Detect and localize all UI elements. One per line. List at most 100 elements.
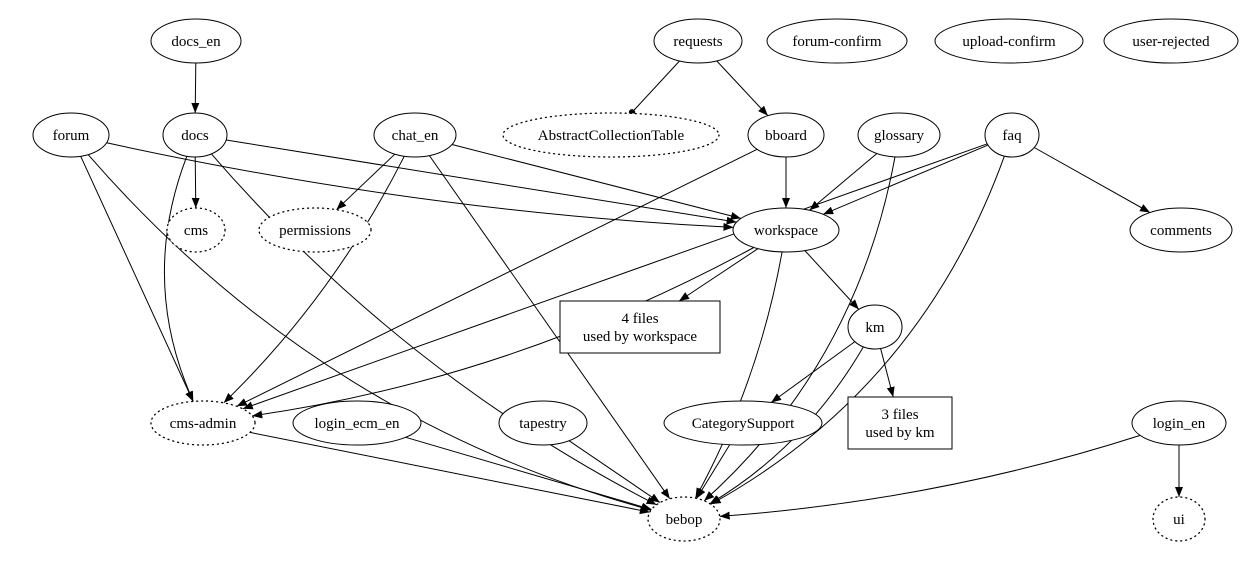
edge-faq-comments	[1033, 147, 1151, 213]
node-ellipse-outline	[150, 18, 242, 64]
node-ellipse-outline	[1131, 400, 1227, 446]
node-ellipse-outline	[847, 304, 903, 350]
edge-docs_en-docs	[191, 62, 200, 114]
node-ellipse-outline	[732, 207, 840, 253]
node-ellipse-outline	[857, 112, 941, 158]
node-label: 4 files	[621, 311, 658, 327]
node-docs: docs	[162, 112, 228, 158]
edge-docs-bebop	[211, 153, 657, 506]
node-label: ui	[1173, 512, 1185, 528]
node-label: AbstractCollectionTable	[538, 128, 685, 144]
edge-workspace-km	[804, 250, 860, 310]
node-label: workspace	[754, 223, 818, 239]
node-glossary: glossary	[857, 112, 941, 158]
node-chat_en: chat_en	[373, 112, 457, 158]
node-ellipse-outline	[1152, 496, 1206, 542]
node-workspace: workspace	[732, 207, 840, 253]
node-label: comments	[1150, 223, 1212, 239]
node-label: used by workspace	[583, 329, 697, 345]
node-login_ecm_en: login_ecm_en	[292, 400, 422, 446]
node-label: permissions	[279, 223, 351, 239]
node-label: used by km	[865, 425, 934, 441]
edge-faq-bebop	[710, 155, 1005, 505]
node-box-outline	[559, 300, 721, 354]
node-files-km: 3 files used by km	[847, 396, 953, 450]
node-CategorySupport: CategorySupport	[663, 400, 823, 446]
node-label: docs_en	[171, 34, 221, 50]
node-ellipse-outline	[292, 400, 422, 446]
node-label: bebop	[666, 512, 703, 528]
node-label: faq	[1002, 128, 1022, 144]
node-ellipse-outline	[373, 112, 457, 158]
edge-login_ecm_en-bebop	[405, 436, 652, 511]
node-ellipse-outline	[984, 112, 1040, 158]
node-docs_en: docs_en	[150, 18, 242, 64]
node-permissions: permissions	[258, 207, 372, 253]
edge-glossary-bebop	[703, 156, 896, 502]
node-faq: faq	[984, 112, 1040, 158]
edge-login_en-bebop	[719, 434, 1141, 520]
node-ellipse-outline	[663, 400, 823, 446]
node-ellipse-outline	[747, 112, 825, 158]
node-label: chat_en	[392, 128, 439, 144]
edge-CategorySupport-bebop	[696, 444, 731, 499]
edge-docs-cms	[191, 156, 200, 209]
edge-faq-cms-admin	[242, 143, 988, 410]
node-ellipse-outline	[162, 112, 228, 158]
edge-requests-bboard	[716, 60, 769, 117]
edge-requests-AbstractCollectionTable	[628, 60, 680, 116]
edge-forum-cms-admin	[80, 156, 194, 402]
node-ellipse-outline	[647, 496, 721, 542]
node-tapestry: tapestry	[498, 400, 588, 446]
edge-km-CategorySupport	[770, 341, 856, 403]
node-bebop: bebop	[647, 496, 721, 542]
node-label: login_en	[1153, 416, 1206, 432]
edge-km-files-km	[880, 348, 895, 398]
node-label: CategorySupport	[692, 416, 795, 432]
node-ellipse-outline	[502, 112, 720, 158]
edge-chat_en-cms-admin	[223, 155, 405, 404]
node-cms: cms	[166, 207, 226, 253]
edge-tapestry-bebop	[568, 440, 661, 504]
edge-layer	[80, 60, 1183, 520]
node-ellipse-outline	[166, 207, 226, 253]
node-ellipse-outline	[1103, 18, 1239, 64]
node-label: docs	[181, 128, 209, 144]
node-requests: requests	[653, 18, 743, 64]
node-label: glossary	[874, 128, 924, 144]
edge-cms-admin-bebop	[249, 431, 650, 515]
node-ellipse-outline	[258, 207, 372, 253]
node-comments: comments	[1129, 207, 1233, 253]
edge-docs-workspace	[226, 139, 737, 225]
node-bboard: bboard	[747, 112, 825, 158]
node-label: cms	[184, 223, 208, 239]
edge-docs-cms-admin	[163, 156, 194, 402]
node-forum-confirm: forum-confirm	[766, 18, 908, 64]
node-ellipse-outline	[32, 112, 110, 158]
node-label: km	[865, 320, 885, 336]
node-cms-admin: cms-admin	[150, 400, 256, 446]
node-label: tapestry	[519, 416, 567, 432]
node-box-outline	[847, 396, 953, 450]
node-upload-confirm: upload-confirm	[934, 18, 1084, 64]
node-label: bboard	[765, 128, 807, 144]
edge-faq-workspace	[823, 144, 989, 215]
edge-chat_en-workspace	[451, 144, 742, 220]
node-files-workspace: 4 files used by workspace	[559, 300, 721, 354]
edge-workspace-files-workspace	[678, 248, 759, 302]
edge-forum-workspace	[106, 142, 734, 231]
node-ellipse-outline	[934, 18, 1084, 64]
edge-chat_en-bebop	[428, 155, 671, 500]
edge-forum-bebop	[87, 154, 652, 512]
edge-bboard-cms-admin	[236, 148, 758, 407]
node-km: km	[847, 304, 903, 350]
node-label: login_ecm_en	[315, 416, 400, 432]
edge-chat_en-permissions	[336, 153, 396, 211]
node-label: upload-confirm	[962, 34, 1056, 50]
node-label: requests	[673, 34, 722, 50]
node-label: cms-admin	[170, 416, 237, 432]
node-label: 3 files	[881, 407, 918, 423]
node-label: forum	[53, 128, 90, 144]
